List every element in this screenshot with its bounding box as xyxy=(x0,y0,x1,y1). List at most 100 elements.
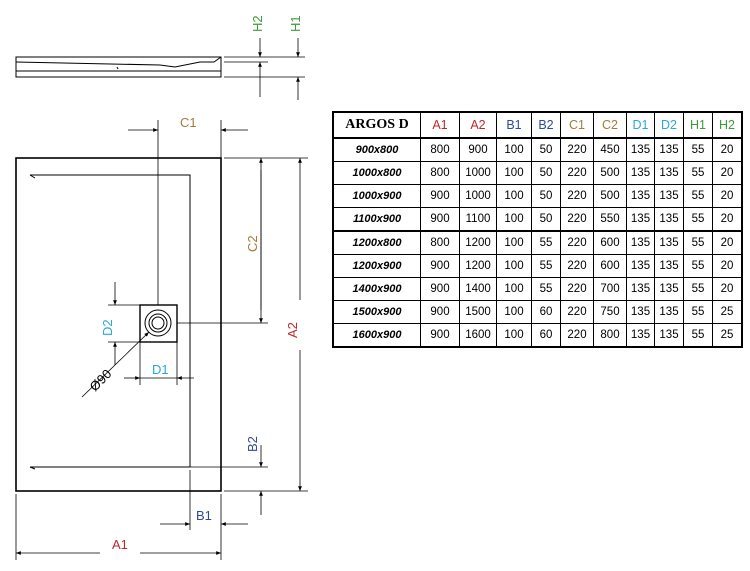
table-cell: 220 xyxy=(560,277,594,301)
table-cell: 100 xyxy=(496,323,532,348)
table-cell: 55 xyxy=(531,277,561,301)
table-cell: 800 xyxy=(420,161,460,185)
d2-dimension xyxy=(108,282,140,365)
model-size-cell: 1000x800 xyxy=(332,161,421,185)
table-cell: 1000 xyxy=(459,161,497,185)
column-header: C1 xyxy=(560,111,594,139)
table-cell: 55 xyxy=(531,254,561,278)
label-drain-diameter: Ø90 xyxy=(87,366,115,394)
label-h1: H1 xyxy=(288,15,303,32)
table-cell: 100 xyxy=(496,137,532,162)
table-cell: 1500 xyxy=(459,300,497,324)
c2-dimension xyxy=(177,157,308,324)
table-title: ARGOS D xyxy=(332,111,421,139)
column-header: B2 xyxy=(531,111,561,139)
table-cell: 135 xyxy=(626,277,655,301)
table-cell: 55 xyxy=(531,230,561,255)
table-cell: 500 xyxy=(593,161,627,185)
table-cell: 1000 xyxy=(459,184,497,208)
drain-diameter-leader xyxy=(81,331,150,398)
table-cell: 135 xyxy=(654,277,684,301)
table-cell: 900 xyxy=(420,254,460,278)
table-cell: 220 xyxy=(560,207,594,232)
table-cell: 1400 xyxy=(459,277,497,301)
table-cell: 135 xyxy=(654,230,684,255)
table-cell: 1100 xyxy=(459,207,497,232)
table-cell: 135 xyxy=(626,161,655,185)
label-c2: C2 xyxy=(245,235,260,252)
table-cell: 135 xyxy=(654,300,684,324)
label-d2: D2 xyxy=(100,319,115,336)
model-size-cell: 1100x900 xyxy=(332,207,421,232)
table-cell: 750 xyxy=(593,300,627,324)
table-cell: 220 xyxy=(560,137,594,162)
table-cell: 25 xyxy=(712,300,743,324)
table-cell: 100 xyxy=(496,230,532,255)
table-cell: 135 xyxy=(654,254,684,278)
table-cell: 20 xyxy=(712,277,743,301)
table-cell: 25 xyxy=(712,323,743,348)
table-cell: 55 xyxy=(683,323,713,348)
table-cell: 800 xyxy=(593,323,627,348)
model-size-cell: 1200x900 xyxy=(332,254,421,278)
table-cell: 100 xyxy=(496,300,532,324)
table-cell: 600 xyxy=(593,230,627,255)
table-cell: 135 xyxy=(626,137,655,162)
table-cell: 1200 xyxy=(459,230,497,255)
column-header: H2 xyxy=(712,111,743,139)
model-size-cell: 1600x900 xyxy=(332,323,421,348)
table-cell: 55 xyxy=(683,137,713,162)
dimensions-table: ARGOS D A1 A2 B1 B2 C1 C2 D1 D2 H1 H2 90… xyxy=(332,111,743,348)
table-cell: 135 xyxy=(626,207,655,232)
table-cell: 1600 xyxy=(459,323,497,348)
table-cell: 135 xyxy=(626,323,655,348)
table-cell: 55 xyxy=(683,230,713,255)
table-cell: 135 xyxy=(654,137,684,162)
table-cell: 900 xyxy=(420,207,460,232)
table-cell: 600 xyxy=(593,254,627,278)
table-cell: 50 xyxy=(531,207,561,232)
table-cell: 220 xyxy=(560,254,594,278)
table-cell: 220 xyxy=(560,161,594,185)
table-cell: 135 xyxy=(654,323,684,348)
table-cell: 100 xyxy=(496,277,532,301)
label-h2: H2 xyxy=(250,15,265,32)
table-cell: 220 xyxy=(560,323,594,348)
table-cell: 550 xyxy=(593,207,627,232)
table-cell: 55 xyxy=(683,254,713,278)
model-size-cell: 1000x900 xyxy=(332,184,421,208)
table-cell: 800 xyxy=(420,137,460,162)
table-cell: 900 xyxy=(420,323,460,348)
table-cell: 220 xyxy=(560,184,594,208)
table-cell: 20 xyxy=(712,254,743,278)
table-cell: 20 xyxy=(712,161,743,185)
b1-dimension xyxy=(160,470,248,530)
model-size-cell: 900x800 xyxy=(332,137,421,162)
table-cell: 900 xyxy=(459,137,497,162)
table-cell: 135 xyxy=(654,184,684,208)
label-a1: A1 xyxy=(112,537,128,552)
table-cell: 700 xyxy=(593,277,627,301)
model-size-cell: 1400x900 xyxy=(332,277,421,301)
table-cell: 50 xyxy=(531,137,561,162)
table-cell: 55 xyxy=(683,207,713,232)
c1-dimension xyxy=(128,120,248,305)
label-a2: A2 xyxy=(285,322,300,338)
model-size-cell: 1500x900 xyxy=(332,300,421,324)
table-cell: 100 xyxy=(496,184,532,208)
table-cell: 20 xyxy=(712,230,743,255)
table-cell: 900 xyxy=(420,277,460,301)
table-cell: 900 xyxy=(420,184,460,208)
table-header-row: ARGOS D A1 A2 B1 B2 C1 C2 D1 D2 H1 H2 xyxy=(332,111,743,139)
table-cell: 1200 xyxy=(459,254,497,278)
height-dimension-lines xyxy=(224,38,305,100)
